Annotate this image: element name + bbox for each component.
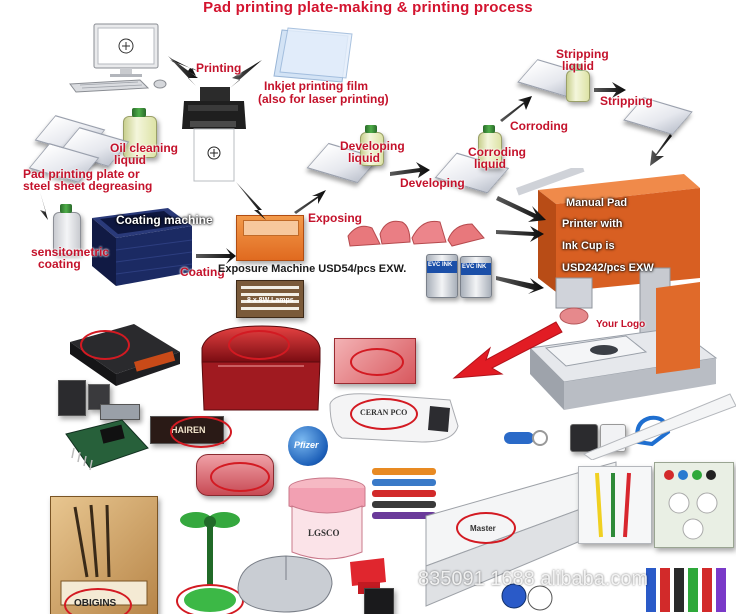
label-developing-liquid-line2: liquid — [348, 151, 380, 165]
coating-machine-illustration — [86, 200, 196, 288]
label-your-logo: Your Logo — [596, 319, 646, 330]
arrow-computer-to-printer — [170, 58, 200, 76]
round-tags-product — [500, 576, 560, 614]
manual-pad-printer-machine — [516, 164, 722, 414]
label-oil-line1: Oil cleaning — [110, 141, 179, 155]
exposure-machine-glass — [243, 220, 299, 236]
pencil-box-logo-oval — [64, 588, 132, 614]
memory-card-3 — [100, 404, 140, 420]
sensitometric-bottle — [53, 212, 81, 254]
computer-mouse-product — [232, 548, 336, 614]
lamp-tube-4 — [241, 307, 299, 310]
red-box-logo-oval — [228, 330, 290, 360]
white-tube-product — [574, 388, 736, 461]
label-degrease-line2: steel sheet degreasing — [23, 179, 153, 193]
label-exposure-machine: Exposure Machine USD54/pcs EXW. — [218, 263, 407, 275]
hairen-logo-oval — [170, 416, 232, 448]
sensitometric-bottle-cap — [60, 204, 72, 213]
label-exposing: Exposing — [308, 211, 363, 225]
label-machine-line3: Ink Cup is — [562, 240, 615, 252]
lamps-label: 8 x 8W Lamps — [247, 297, 294, 304]
ink-can-2: EVC INK — [460, 256, 492, 298]
big-red-arrow — [452, 321, 563, 379]
label-developing: Developing — [400, 176, 465, 190]
workflow-arrows — [40, 56, 672, 294]
corroding-bottle-cap — [483, 125, 495, 133]
lamp-tube-2 — [241, 293, 299, 296]
inkjet-film-illustration — [268, 26, 358, 86]
pens-product — [370, 466, 440, 526]
lamp-tube-3 — [241, 300, 299, 303]
card-reader-logo-oval — [80, 330, 130, 360]
label-stripping-liquid-line2: liquid — [562, 59, 594, 73]
label-coating-machine: Coating machine — [116, 213, 213, 227]
stripping-bottle — [566, 70, 590, 102]
label-machine-line1: Manual Pad — [566, 197, 628, 209]
pink-device-logo-oval — [210, 462, 270, 492]
golf-balls-photo — [654, 462, 734, 548]
ink-can-1-label — [427, 261, 457, 273]
page-title: Pad printing plate-making & printing pro… — [203, 0, 533, 16]
label-coating: Coating — [180, 265, 225, 279]
label-film-line1: Inkjet printing film — [264, 79, 368, 93]
label-developing-liquid-line1: Developing — [340, 139, 405, 153]
label-machine-line2: Printer with — [562, 218, 623, 230]
oil-bottle-cap — [132, 108, 146, 117]
golf-tees-photo — [578, 466, 652, 544]
stripping-bottle-cap — [571, 64, 583, 71]
label-corroding-liquid-line2: liquid — [474, 157, 506, 171]
keychain-product — [500, 424, 550, 454]
pin-tray-logo-oval — [350, 348, 404, 376]
label-degrease-line1: Pad printing plate or — [23, 167, 140, 181]
pcb-board-product — [60, 418, 150, 478]
label-sens-line1: sensitometric — [31, 245, 110, 259]
lgsco-text: LGSCO — [308, 528, 340, 538]
label-sens-line2: coating — [38, 257, 81, 271]
developing-bottle-cap — [365, 125, 377, 133]
printer-illustration — [180, 85, 248, 187]
label-stripping: Stripping — [600, 94, 653, 108]
ink-can-1: EVC INK — [426, 254, 458, 298]
ink-can-2-brand: EVC INK — [462, 264, 487, 270]
silicone-pads — [346, 214, 486, 250]
lamp-tube-1 — [241, 286, 299, 289]
label-printing: Printing — [196, 61, 242, 75]
fixture-logo-oval — [456, 512, 516, 544]
watermark-text: 835091 1688 alibaba.com — [418, 568, 649, 590]
exposure-machine-illustration — [236, 215, 304, 261]
white-device-logo-oval — [350, 398, 418, 430]
label-film-line2: (also for laser printing) — [258, 92, 389, 106]
ink-can-2-label — [461, 263, 491, 275]
computer-illustration — [68, 22, 173, 94]
black-lock-product — [364, 588, 394, 614]
label-corroding-liquid-line1: Corroding — [468, 145, 526, 159]
desk-clock-1 — [570, 424, 598, 452]
memory-card-1 — [58, 380, 86, 416]
lighters-product — [644, 560, 736, 614]
pfizer-ball-product: Pfizer — [288, 426, 328, 466]
label-stripping-liquid-line1: Stripping — [556, 47, 609, 61]
exposure-lamps-photo: 8 x 8W Lamps — [236, 280, 304, 318]
label-machine-line4: USD242/pcs EXW — [562, 262, 654, 274]
pfizer-text: Pfizer — [294, 440, 319, 450]
memory-card-2 — [88, 384, 110, 410]
ink-can-1-brand: EVC INK — [428, 262, 453, 268]
cosmetic-jar-product: LGSCO — [286, 476, 368, 562]
obi-text: OBIGINS — [74, 598, 117, 609]
label-corroding: Corroding — [510, 119, 568, 133]
label-oil-line2: liquid — [114, 153, 146, 167]
